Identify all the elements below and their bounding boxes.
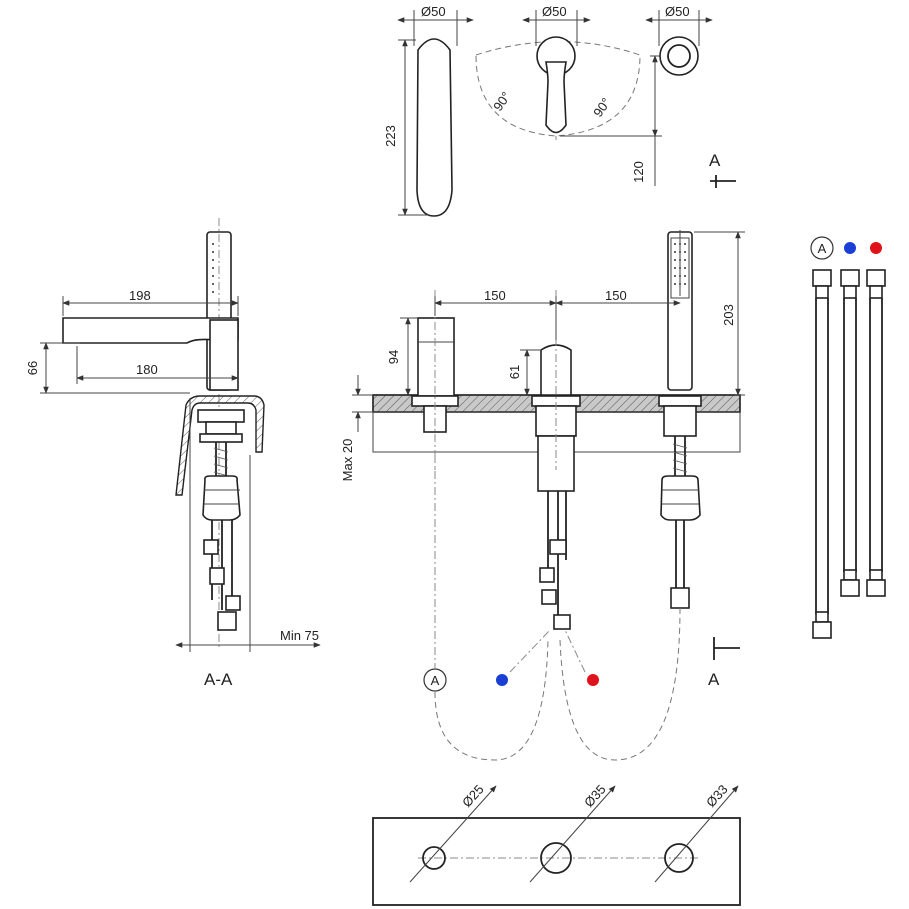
front-hot-fitting-2 xyxy=(553,614,571,630)
hose-a-label: A xyxy=(818,241,827,256)
front-cold-fitting-1 xyxy=(539,567,555,583)
side-mixer-body xyxy=(209,319,239,391)
bath-rim xyxy=(175,395,265,496)
hole-3-label: Ø33 xyxy=(703,782,731,810)
hose-cold-bottom-nut xyxy=(840,579,860,597)
cold-connection-dot xyxy=(496,674,508,686)
loop-right xyxy=(559,607,681,761)
deck-thickness-label: Max 20 xyxy=(340,439,355,482)
hose-cold-top-nut xyxy=(840,269,860,287)
loop-left xyxy=(434,639,549,761)
rotation-arc xyxy=(475,41,641,137)
side-height-label: 66 xyxy=(25,361,40,375)
hose-a-top-nut xyxy=(812,269,832,287)
hose-a-bottom-nut xyxy=(812,621,832,639)
hole-2-label: Ø35 xyxy=(581,782,609,810)
hot-connection-dot xyxy=(587,674,599,686)
front-shower-height-label: 203 xyxy=(721,304,736,326)
front-shower-nut xyxy=(658,395,702,407)
hole-1 xyxy=(422,846,446,870)
front-hose-weight xyxy=(660,475,701,521)
side-hose-weight xyxy=(202,475,241,521)
spout-top-outline xyxy=(416,38,453,217)
connection-scheme: A xyxy=(423,455,681,761)
spacing-left-label: 150 xyxy=(484,288,506,303)
section-marker-middle: A xyxy=(708,670,720,689)
front-cold-fitting-2 xyxy=(541,589,557,605)
connection-a-circle xyxy=(423,668,447,692)
cold-hose-dot xyxy=(844,242,856,254)
deck-hole-template: Ø25 Ø35 Ø33 xyxy=(372,782,741,906)
hole-3 xyxy=(664,843,694,873)
front-shower-holder xyxy=(663,405,697,437)
front-mixer-height-label: 61 xyxy=(507,365,522,379)
hose-a-circle xyxy=(810,236,834,260)
supply-hoses: A xyxy=(810,236,886,639)
spout-reach-label: 198 xyxy=(129,288,151,303)
front-spout-height-label: 94 xyxy=(386,350,401,364)
section-marker-top: A xyxy=(709,151,721,170)
knob-diameter-label: Ø50 xyxy=(665,4,690,19)
right-angle-label: 90° xyxy=(590,95,614,120)
spacing-right-label: 150 xyxy=(605,288,627,303)
min-depth-label: Min 75 xyxy=(280,628,319,643)
knob-outer xyxy=(659,36,699,76)
side-fitting-1 xyxy=(203,539,219,555)
side-fitting-2 xyxy=(209,567,225,585)
handle-lever xyxy=(545,61,567,134)
side-fitting-4 xyxy=(217,611,237,631)
connection-a-label: A xyxy=(431,673,440,688)
front-hot-fitting-1 xyxy=(549,539,567,555)
side-nut-washer xyxy=(199,433,243,443)
hole-2 xyxy=(540,842,572,874)
top-view: Ø50 223 Ø50 90° 90° 120 Ø50 A xyxy=(383,4,736,217)
side-nut-mid xyxy=(205,421,237,435)
side-view-section: 198 180 66 Min 75 xyxy=(25,218,321,689)
inner-reach-label: 180 xyxy=(136,362,158,377)
spout-diameter-label: Ø50 xyxy=(421,4,446,19)
section-label: A-A xyxy=(204,670,233,689)
front-spout xyxy=(417,317,455,397)
handle-height-label: 120 xyxy=(631,161,646,183)
front-mixer-cartridge xyxy=(537,435,575,492)
side-nut-top xyxy=(197,409,245,423)
hose-hot-top-nut xyxy=(866,269,886,287)
left-angle-label: 90° xyxy=(490,89,514,114)
hole-1-label: Ø25 xyxy=(459,782,487,810)
handle-diameter-label: Ø50 xyxy=(542,4,567,19)
front-shower-hose-end xyxy=(670,587,690,609)
hot-hose-dot xyxy=(870,242,882,254)
side-fitting-3 xyxy=(225,595,241,611)
front-view: 94 61 xyxy=(340,230,745,689)
knob-inner xyxy=(667,44,691,68)
spout-length-label: 223 xyxy=(383,125,398,147)
hose-hot-bottom-nut xyxy=(866,579,886,597)
deck-plate xyxy=(372,817,741,906)
